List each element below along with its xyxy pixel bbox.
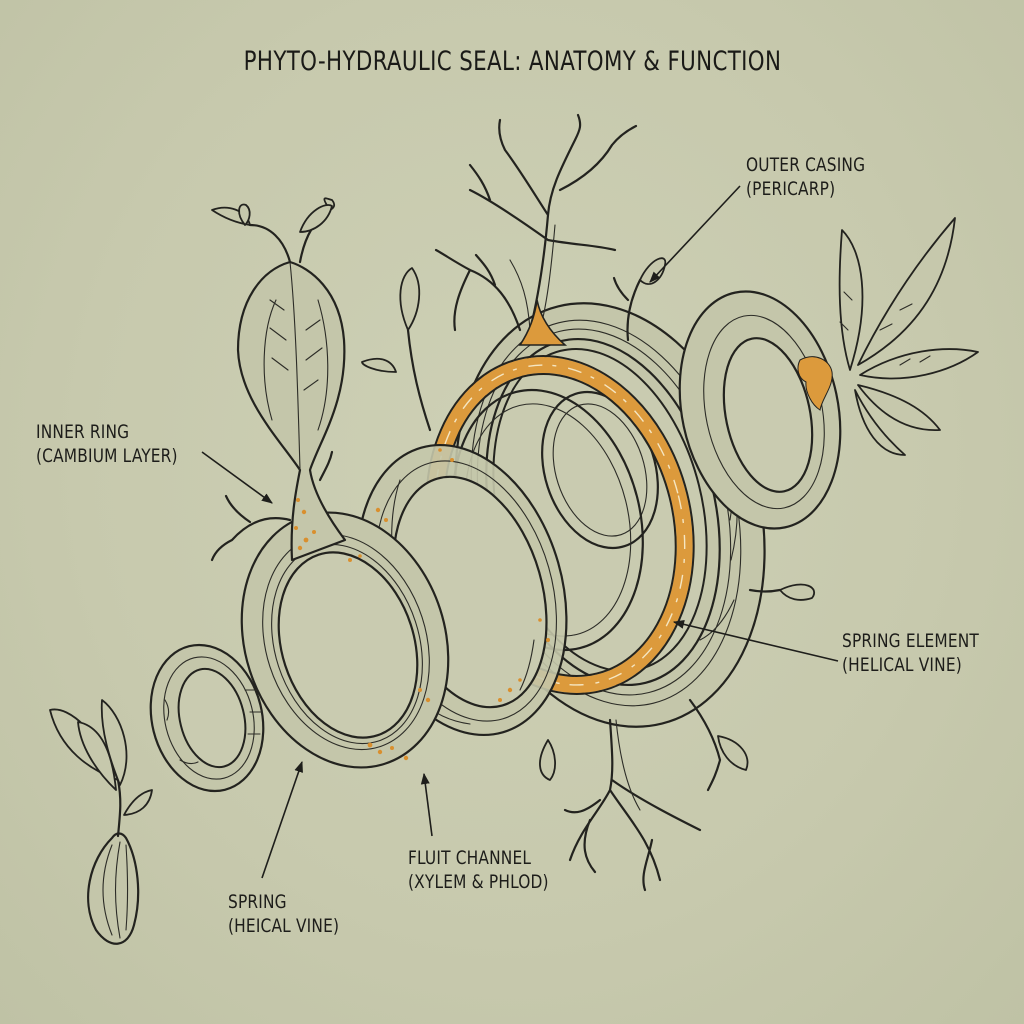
inner-ring: [240, 511, 450, 769]
label-outer-casing-title: OUTER CASING: [746, 154, 866, 176]
leader-spring: [261, 760, 303, 879]
leader-inner-ring: [201, 451, 273, 504]
seed-pod-sprout: [49, 699, 153, 945]
roots: [539, 583, 815, 892]
leader-lines: [201, 185, 839, 879]
label-inner-ring-subtitle: (CAMBIUM LAYER): [36, 445, 178, 467]
stalk-speckles: [294, 498, 316, 551]
leader-fluid-channel: [420, 772, 433, 837]
fluid-channel-speckles: [370, 448, 550, 702]
leader-spring-element: [672, 619, 839, 662]
label-outer-casing: OUTER CASING (PERICARP): [746, 153, 865, 201]
label-fluid-channel-subtitle: (XYLEM & PHLOD): [408, 871, 549, 893]
leader-outer-casing: [649, 185, 741, 283]
label-spring: SPRING (HEICAL VINE): [228, 890, 339, 938]
label-spring-subtitle: (HEICAL VINE): [228, 915, 340, 937]
label-fluid-channel: FLUIT CHANNEL (XYLEM & PHLOD): [408, 846, 549, 894]
diagram-title-text: PHYTO-HYDRAULIC SEAL: ANATOMY & FUNCTION: [243, 46, 781, 77]
diagram-title: PHYTO-HYDRAULIC SEAL: ANATOMY & FUNCTION: [0, 46, 1024, 77]
label-spring-element-title: SPRING ELEMENT: [842, 630, 980, 652]
inner-ring-speckles: [348, 554, 431, 761]
label-inner-ring: INNER RING (CAMBIUM LAYER): [36, 420, 178, 468]
label-fluid-channel-title: FLUIT CHANNEL: [408, 847, 532, 869]
label-inner-ring-title: INNER RING: [36, 421, 130, 443]
label-spring-element-subtitle: (HELICAL VINE): [842, 654, 962, 676]
small-washer-ring: [149, 643, 265, 793]
channel-sprig: [361, 267, 432, 432]
label-spring-element: SPRING ELEMENT (HELICAL VINE): [842, 629, 979, 677]
leaf-pod-stalk: [210, 197, 347, 562]
end-cap-ring: [678, 217, 979, 530]
label-outer-casing-subtitle: (PERICARP): [746, 178, 836, 200]
label-spring-title: SPRING: [228, 891, 287, 913]
